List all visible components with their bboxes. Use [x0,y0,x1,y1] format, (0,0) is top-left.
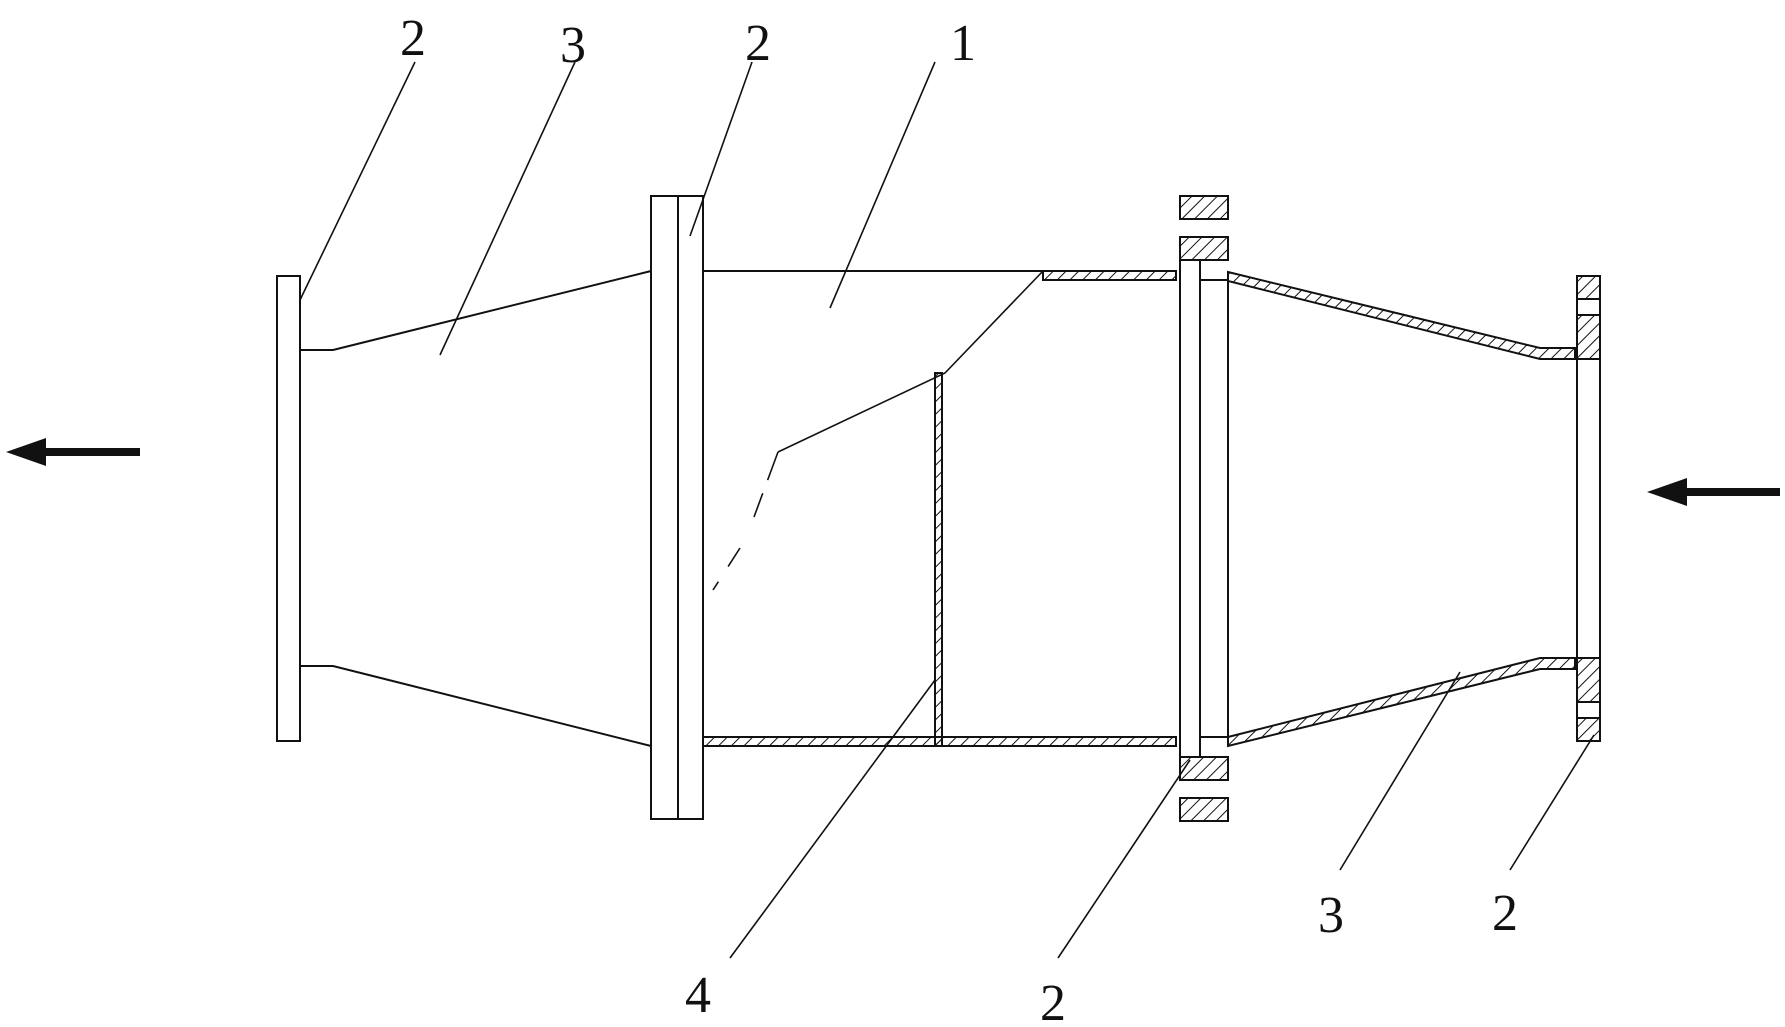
label-reducer-left-top: 3 [560,17,586,74]
label-flange-left-top: 2 [400,10,426,67]
label-flange-mid-top: 2 [745,15,771,72]
label-flange-right-mid-bottom: 2 [1040,975,1066,1027]
label-partition-bottom: 4 [685,967,711,1024]
right-inlet-arrow [1647,478,1780,506]
partition-plate [934,372,943,747]
label-reducer-right-bottom: 3 [1318,887,1344,944]
right-inlet-flange [1576,275,1601,742]
middle-flange [650,195,704,820]
left-outlet-arrow [6,438,140,466]
label-flange-right-bottom: 2 [1492,885,1518,942]
right-middle-flange [1179,195,1229,822]
left-outlet-flange [276,275,301,742]
right-reducer [1227,270,1576,748]
leader-lines [299,61,1595,959]
left-reducer [300,270,652,747]
label-body-top: 1 [950,15,976,72]
